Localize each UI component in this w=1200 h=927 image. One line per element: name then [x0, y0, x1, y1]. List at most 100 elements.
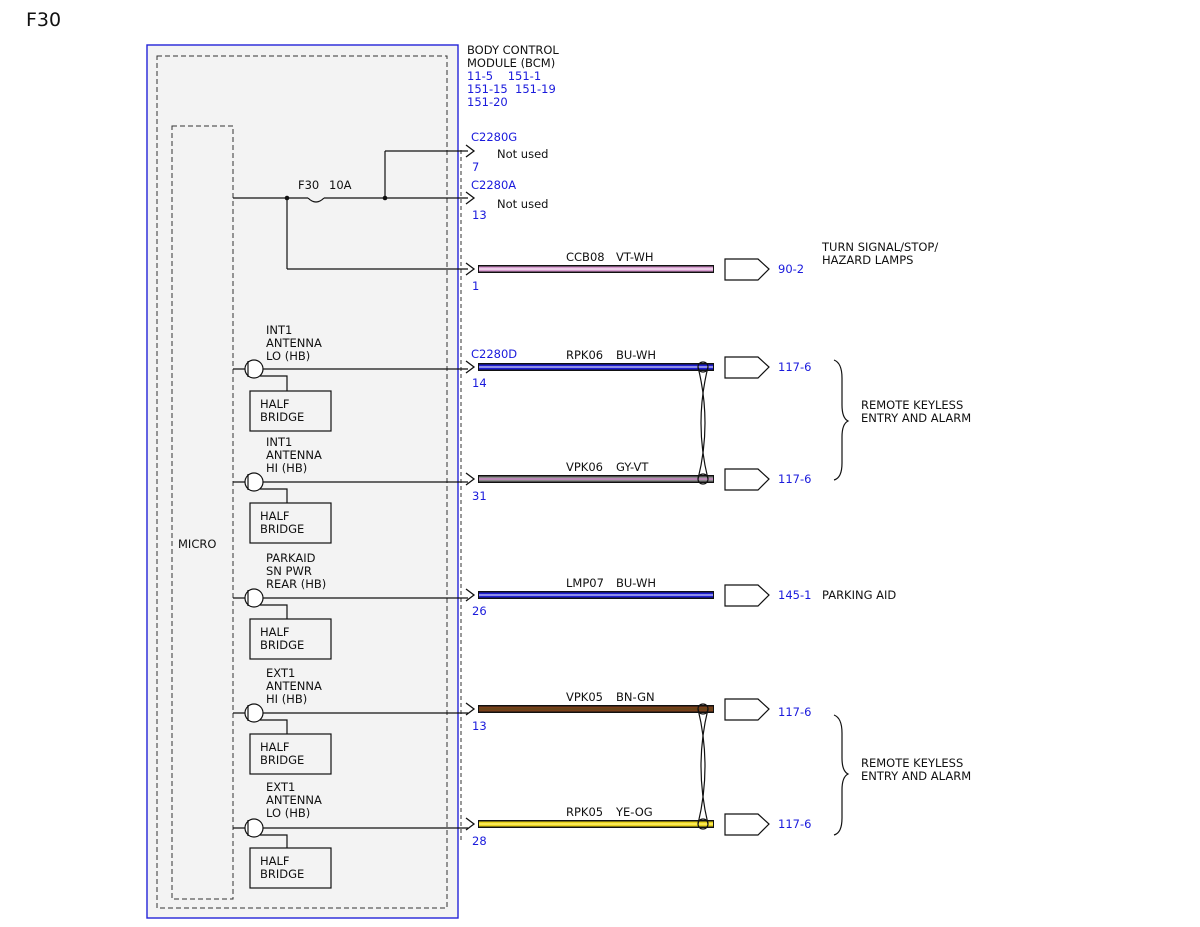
- half-bridge-line-1: HALF: [260, 740, 290, 754]
- splice-dot: [284, 195, 290, 201]
- half-bridge-line-2: BRIDGE: [260, 410, 304, 424]
- wire-color: BU-WH: [616, 576, 656, 590]
- module-ref-line-1: 11-5 151-1: [467, 69, 541, 83]
- module-ref-line-3: 151-20: [467, 95, 508, 109]
- wire-color: BU-WH: [616, 348, 656, 362]
- terminal-arrow: [724, 258, 770, 281]
- circuit-lmp07: LMP07 BU-WH 26 145-1: [465, 576, 811, 618]
- micro-boundary: [171, 125, 234, 900]
- antenna-block-3: PARKAID SN PWR REAR (HB) HALF BRIDGE: [233, 551, 468, 660]
- antenna-block-5: EXT1 ANTENNA LO (HB) HALF BRIDGE: [233, 780, 468, 889]
- circuit-code: CCB08: [566, 250, 605, 264]
- half-bridge-line-2: BRIDGE: [260, 638, 304, 652]
- half-bridge-line-2: BRIDGE: [260, 867, 304, 881]
- antenna-label-line-3: REAR (HB): [266, 577, 326, 591]
- antenna-label-line-1: INT1: [266, 323, 292, 337]
- antenna-block-1: INT1 ANTENNA LO (HB) HALF BRIDGE: [233, 323, 468, 432]
- terminal-arrow: [724, 813, 770, 836]
- pin-c2280g-7: C2280G 7 Not used: [465, 130, 548, 174]
- half-bridge-box: [249, 847, 332, 889]
- twisted-pair-symbol: [697, 703, 709, 830]
- destination-turn-signal-line-1: TURN SIGNAL/STOP/: [821, 240, 938, 254]
- terminal-arrow: [724, 356, 770, 379]
- circuit-vpk06: VPK06 GY-VT 31 117-6: [465, 460, 811, 503]
- antenna-label-line-2: ANTENNA: [266, 336, 322, 350]
- page-id: F30: [26, 9, 61, 31]
- antenna-label-line-1: PARKAID: [266, 551, 316, 565]
- half-bridge-box: [249, 618, 332, 660]
- half-bridge-box: [249, 390, 332, 432]
- pin-number: 31: [472, 489, 487, 503]
- antenna-label-line-1: INT1: [266, 435, 292, 449]
- group-brace: [833, 359, 850, 481]
- antenna-label-line-2: ANTENNA: [266, 448, 322, 462]
- antenna-label-line-2: ANTENNA: [266, 793, 322, 807]
- ref-number: 145-1: [778, 588, 811, 602]
- antenna-label-line-3: HI (HB): [266, 461, 307, 475]
- half-bridge-line-2: BRIDGE: [260, 753, 304, 767]
- ref-number: 117-6: [778, 360, 811, 374]
- wire-color: YE-OG: [615, 805, 653, 819]
- fuse-circuit: [233, 150, 468, 270]
- fuse-id: F30: [298, 178, 319, 192]
- pin-number: 13: [472, 719, 487, 733]
- destination-parking-aid: PARKING AID: [822, 588, 896, 602]
- circuit-rpk05: RPK05 YE-OG 28 117-6: [465, 805, 811, 848]
- half-bridge-line-1: HALF: [260, 625, 290, 639]
- destination-rke-1-line-1: REMOTE KEYLESS: [861, 398, 963, 412]
- destination-rke-2-line-2: ENTRY AND ALARM: [861, 769, 971, 783]
- wire-color: GY-VT: [616, 460, 649, 474]
- antenna-label-line-3: HI (HB): [266, 692, 307, 706]
- pin-c2280a-13: C2280A 13 Not used: [465, 178, 548, 222]
- ref-number: 117-6: [778, 817, 811, 831]
- ref-number: 90-2: [778, 262, 804, 276]
- destination-rke-2-line-1: REMOTE KEYLESS: [861, 756, 963, 770]
- pin-note: Not used: [497, 197, 548, 211]
- ref-number: 117-6: [778, 705, 811, 719]
- circuit-ccb08: CCB08 VT-WH 1 90-2: [465, 250, 804, 293]
- pin-note: Not used: [497, 147, 548, 161]
- antenna-label-line-3: LO (HB): [266, 349, 310, 363]
- circuit-rpk06: C2280D RPK06 BU-WH 14 117-6: [465, 347, 811, 390]
- wire-color: VT-WH: [616, 250, 654, 264]
- pin-number: 13: [472, 208, 487, 222]
- half-bridge-line-2: BRIDGE: [260, 522, 304, 536]
- circuit-vpk05: VPK05 BN-GN 13 117-6: [465, 690, 811, 733]
- antenna-label-line-3: LO (HB): [266, 806, 310, 820]
- half-bridge-line-1: HALF: [260, 509, 290, 523]
- circuit-code: RPK05: [566, 805, 603, 819]
- module-name-line-2: MODULE (BCM): [467, 56, 555, 70]
- half-bridge-line-1: HALF: [260, 854, 290, 868]
- terminal-arrow: [724, 698, 770, 721]
- circuit-code: LMP07: [566, 576, 604, 590]
- pin-number: 26: [472, 604, 487, 618]
- half-bridge-box: [249, 502, 332, 544]
- connector-label: C2280D: [471, 347, 517, 361]
- module-ref-line-2: 151-15 151-19: [467, 82, 556, 96]
- micro-label: MICRO: [178, 537, 216, 551]
- antenna-block-4: EXT1 ANTENNA HI (HB) HALF BRIDGE: [233, 666, 468, 775]
- connector-label: C2280A: [471, 178, 516, 192]
- destination-rke-1-line-2: ENTRY AND ALARM: [861, 411, 971, 425]
- antenna-label-line-1: EXT1: [266, 780, 295, 794]
- destination-turn-signal-line-2: HAZARD LAMPS: [822, 253, 913, 267]
- twisted-pair-symbol: [697, 361, 709, 485]
- antenna-label-line-2: SN PWR: [266, 564, 312, 578]
- half-bridge-line-1: HALF: [260, 397, 290, 411]
- pin-number: 7: [472, 160, 479, 174]
- half-bridge-box: [249, 733, 332, 775]
- antenna-label-line-2: ANTENNA: [266, 679, 322, 693]
- pin-number: 1: [472, 279, 479, 293]
- group-brace: [833, 714, 850, 836]
- circuit-code: RPK06: [566, 348, 603, 362]
- pin-number: 14: [472, 376, 487, 390]
- antenna-label-line-1: EXT1: [266, 666, 295, 680]
- circuit-code: VPK05: [566, 690, 603, 704]
- ref-number: 117-6: [778, 472, 811, 486]
- fuse-rating: 10A: [329, 178, 352, 192]
- antenna-block-2: INT1 ANTENNA HI (HB) HALF BRIDGE: [233, 435, 468, 544]
- circuit-code: VPK06: [566, 460, 603, 474]
- splice-dot: [382, 195, 388, 201]
- terminal-arrow: [724, 584, 770, 607]
